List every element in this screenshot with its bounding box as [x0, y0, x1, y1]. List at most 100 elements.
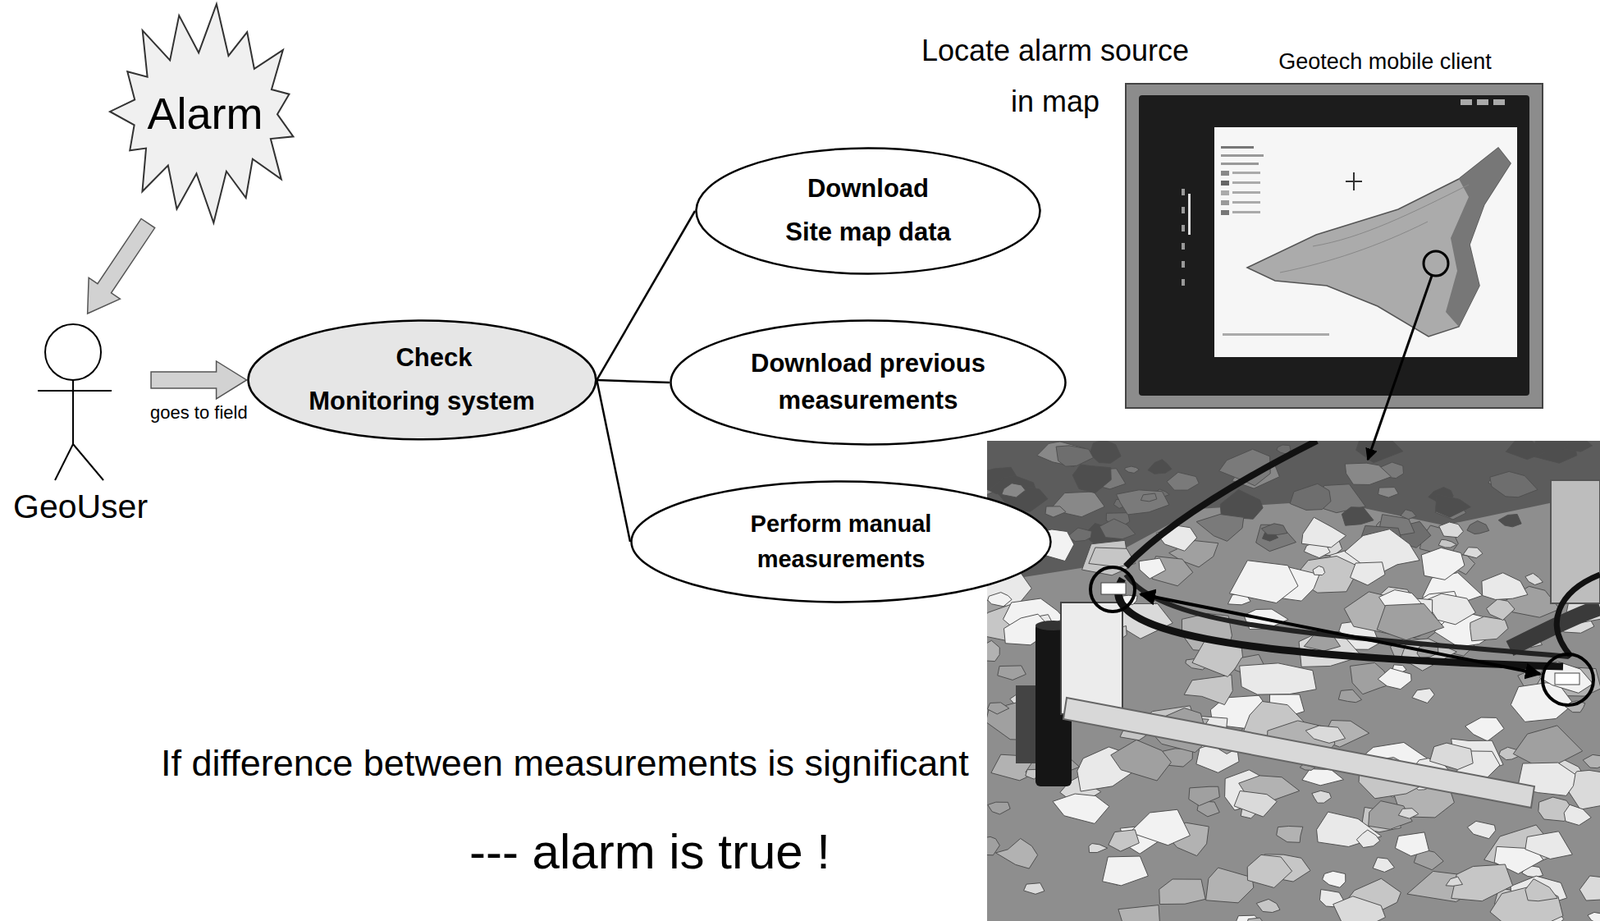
ellipse-outline [246, 319, 598, 441]
rock [1490, 470, 1538, 497]
rock [1467, 521, 1490, 535]
rock [1116, 489, 1170, 515]
measure-tag [1101, 582, 1126, 595]
tablet-frame [1125, 83, 1543, 408]
rock [1435, 493, 1471, 517]
condition-note: If difference between measurements is si… [160, 740, 970, 786]
rock [987, 640, 1000, 661]
rock [1188, 786, 1221, 805]
rock [1350, 562, 1386, 586]
rock [987, 592, 1012, 607]
legend-swatch [1220, 180, 1230, 186]
rock [1001, 483, 1026, 498]
tablet-button [1476, 99, 1489, 106]
rock [1234, 790, 1277, 817]
rock [1089, 440, 1121, 463]
cable [1125, 574, 1569, 657]
ellipse-outline [694, 146, 1042, 275]
conclusion-note: --- alarm is true ! [469, 822, 831, 882]
rock [1147, 459, 1172, 475]
rock [1166, 471, 1199, 490]
map-area [1247, 147, 1511, 337]
ellipse-outline [669, 319, 1067, 446]
node-label: GeoUser [13, 487, 148, 526]
rock [1108, 829, 1139, 851]
figure-body [37, 379, 112, 480]
rock [1322, 870, 1346, 887]
legend-line [1232, 181, 1261, 184]
rock [1124, 466, 1140, 473]
rock [1052, 793, 1110, 823]
measure-point-circle [1090, 566, 1135, 612]
rock [1138, 557, 1166, 579]
node-label: Perform manual measurements [726, 506, 956, 578]
actor-figure: GeoUser [9, 313, 151, 526]
rock [987, 801, 1011, 814]
rock [997, 665, 1027, 680]
tablet-button [1460, 99, 1472, 106]
tablet-dot [1181, 224, 1185, 232]
rock [1400, 509, 1417, 520]
measuring-bar [1063, 697, 1535, 808]
rock [1312, 566, 1326, 576]
rock [1312, 790, 1332, 803]
rock [1344, 462, 1391, 485]
legend-line [1232, 210, 1261, 214]
tablet-button [1493, 99, 1505, 106]
rock [1486, 598, 1516, 620]
stick-figure-lines [37, 324, 112, 480]
rock [1341, 507, 1374, 526]
rock [1196, 513, 1244, 541]
rock [1159, 878, 1206, 905]
node-label: Alarm [146, 87, 263, 139]
map-marker-circle [1423, 251, 1449, 276]
rock [987, 702, 1009, 714]
legend-line [1220, 162, 1259, 165]
legend-line [1220, 154, 1264, 157]
connector-line [596, 379, 670, 383]
ellipse-shape [696, 148, 1041, 275]
rock [1301, 516, 1346, 548]
node-label: Download Site map data [783, 167, 954, 254]
rock [1579, 875, 1600, 901]
rock [1256, 898, 1280, 912]
legend-line [1232, 171, 1261, 174]
legend-swatch [1220, 190, 1230, 196]
field-photo [987, 440, 1600, 921]
measure-point-circle [1542, 653, 1594, 705]
rock-face [987, 440, 1600, 583]
rock [1412, 688, 1435, 704]
block-arrow [150, 361, 247, 399]
alarm-starburst: Alarm [109, 3, 301, 224]
rock [1563, 440, 1593, 452]
legend-line [1220, 146, 1254, 149]
device-caption: Geotech mobile client [1278, 48, 1492, 75]
rock [1421, 547, 1465, 580]
tablet-bezel [1138, 95, 1530, 396]
rock [1481, 572, 1528, 600]
cable [1118, 578, 1564, 667]
distance-arrow [1140, 594, 1541, 674]
rock [1247, 854, 1292, 887]
rock [1338, 689, 1362, 703]
use-case-ellipse: Perform manual measurements [630, 480, 1052, 604]
annotation: Locate alarm source in map [914, 25, 1198, 128]
use-case-ellipse: Download previous measurements [669, 319, 1067, 446]
figure-head [45, 324, 101, 380]
cable [1556, 574, 1600, 657]
legend-swatch [1220, 170, 1230, 176]
rock [1261, 523, 1288, 535]
rock [1356, 829, 1380, 848]
tablet-screen [1214, 127, 1518, 357]
rock [1356, 440, 1404, 463]
connector-line [596, 210, 695, 380]
rock [1110, 739, 1172, 781]
rock [1372, 857, 1395, 873]
rock [1525, 878, 1558, 901]
rock [1563, 804, 1591, 825]
legend-swatch [1220, 200, 1230, 206]
compass-cross [1345, 172, 1363, 191]
cable [1125, 440, 1317, 567]
legend-line [1232, 201, 1261, 204]
